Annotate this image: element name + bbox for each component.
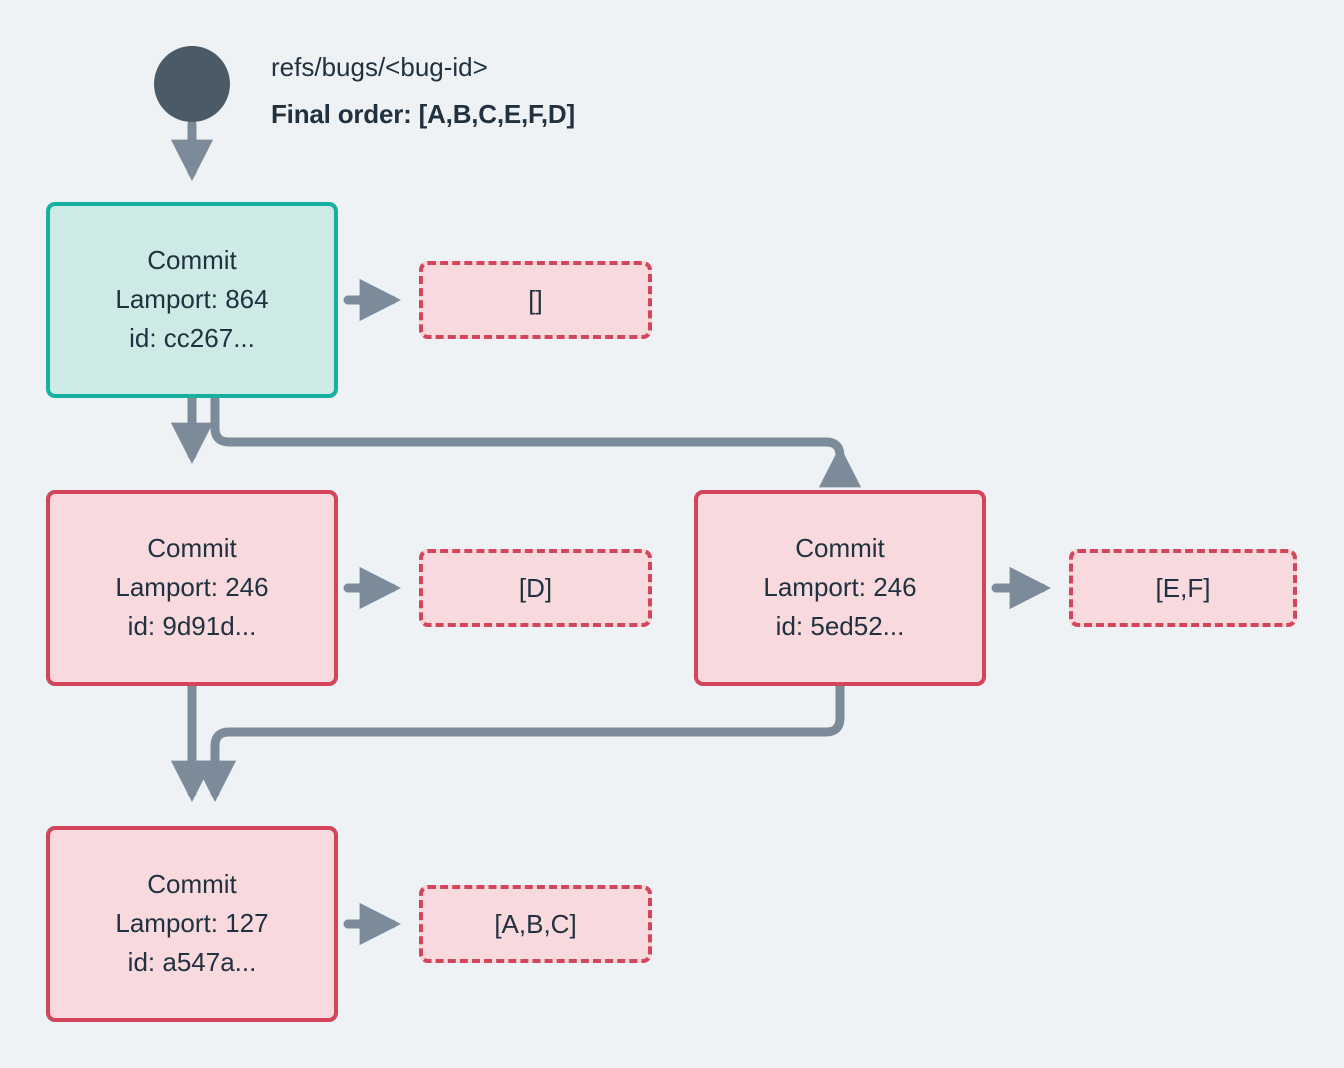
operations-label: [] — [528, 285, 543, 315]
commit-id-label: id: cc267... — [129, 322, 255, 353]
commit-node-5ed52[interactable]: Commit Lamport: 246 id: 5ed52... — [694, 490, 986, 686]
operations-label: [D] — [518, 573, 553, 603]
commit-lamport-label: Lamport: 246 — [115, 572, 269, 603]
operations-box-5ed52[interactable]: [E,F] — [1069, 549, 1297, 627]
operations-label: [A,B,C] — [494, 909, 577, 939]
commit-id-label: id: a547a... — [127, 946, 257, 977]
ref-header: refs/bugs/<bug-id> Final order: [A,B,C,E… — [271, 52, 575, 129]
operations-label: [E,F] — [1155, 573, 1211, 603]
commit-node-a547a[interactable]: Commit Lamport: 127 id: a547a... — [46, 826, 338, 1022]
edge-5ed52-to-a547a — [193, 681, 845, 803]
commit-lamport-label: Lamport: 864 — [115, 284, 269, 315]
operations-box-9d91d[interactable]: [D] — [419, 549, 652, 627]
commit-type-label: Commit — [147, 533, 237, 564]
commit-type-label: Commit — [147, 245, 237, 276]
operations-box-a547a[interactable]: [A,B,C] — [419, 885, 652, 963]
ref-name-label: refs/bugs/<bug-id> — [271, 52, 488, 82]
commit-node-9d91d[interactable]: Commit Lamport: 246 id: 9d91d... — [46, 490, 338, 686]
commit-node-cc267[interactable]: Commit Lamport: 864 id: cc267... — [46, 202, 338, 398]
commit-type-label: Commit — [147, 869, 237, 900]
ref-root-circle-icon — [154, 46, 230, 122]
commit-id-label: id: 9d91d... — [127, 610, 257, 641]
commit-id-label: id: 5ed52... — [775, 610, 905, 641]
commit-type-label: Commit — [795, 533, 885, 564]
operations-box-cc267[interactable]: [] — [419, 261, 652, 339]
commit-lamport-label: Lamport: 127 — [115, 908, 269, 939]
edge-cc267-to-5ed52 — [210, 393, 862, 488]
commit-lamport-label: Lamport: 246 — [763, 572, 917, 603]
final-order-label: Final order: [A,B,C,E,F,D] — [271, 98, 575, 129]
